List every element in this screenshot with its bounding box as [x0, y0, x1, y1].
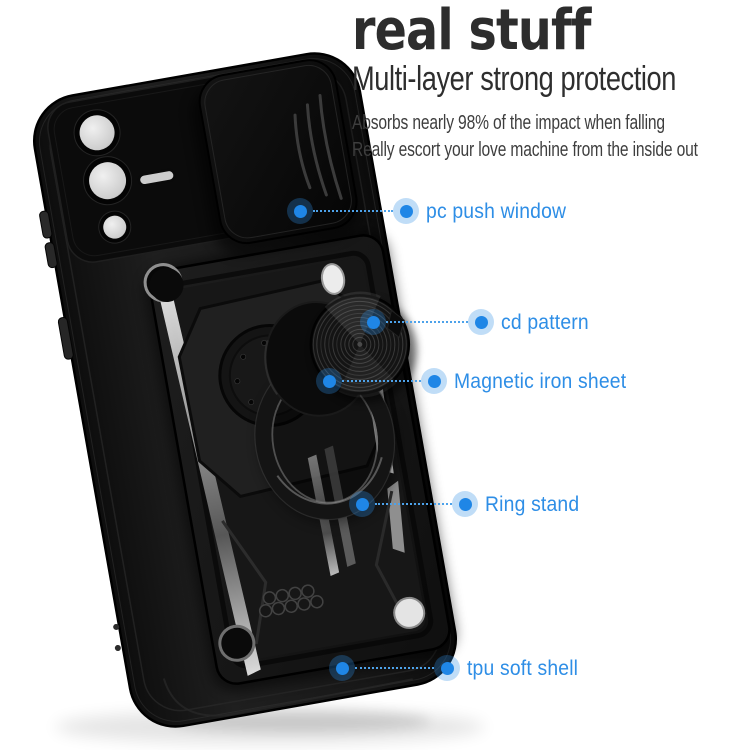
callout-label: tpu soft shell: [467, 655, 579, 680]
callout-leader-line: [355, 667, 434, 669]
callout-tpu-soft-shell: tpu soft shell: [329, 655, 591, 681]
flash-cutout: [137, 168, 176, 187]
callout-anchor-dot: [316, 368, 342, 394]
honeycomb-pattern: [258, 584, 324, 618]
callout-anchor-dot: [329, 655, 355, 681]
callout-leader-line: [342, 380, 421, 382]
callout-leader-line: [386, 321, 468, 323]
callout-leader-line: [375, 503, 452, 505]
callout-magnetic-iron-sheet: Magnetic iron sheet: [316, 368, 645, 394]
callout-label: Magnetic iron sheet: [454, 368, 627, 393]
description: Absorbs nearly 98% of the impact when fa…: [352, 110, 750, 163]
cover-grip-ridges: [293, 94, 343, 200]
callout-label-dot: [393, 198, 419, 224]
callout-label-dot: [452, 491, 478, 517]
callout-anchor-dot: [349, 491, 375, 517]
callout-cd-pattern: cd pattern: [360, 309, 599, 335]
callout-label: pc push window: [426, 198, 567, 223]
side-buttons: [39, 210, 121, 651]
camera-cover: [191, 59, 360, 255]
callout-label-dot: [421, 368, 447, 394]
page-title: real stuff: [352, 0, 592, 63]
callout-ring-stand: Ring stand: [349, 491, 590, 517]
cd-pattern-disc: [309, 291, 417, 403]
ground-shadow: [55, 710, 485, 744]
callout-label: Ring stand: [485, 491, 580, 516]
description-line-2: Really escort your love machine from the…: [352, 138, 698, 161]
camera-lenses: [73, 109, 133, 244]
description-line-1: Absorbs nearly 98% of the impact when fa…: [352, 112, 665, 134]
callout-label-dot: [468, 309, 494, 335]
callout-leader-line: [313, 210, 393, 212]
callout-anchor-dot: [287, 198, 313, 224]
callout-pc-push-window: pc push window: [287, 198, 582, 224]
callout-label-dot: [434, 655, 460, 681]
page-subtitle: Multi-layer strong protection: [352, 60, 677, 98]
callout-label: cd pattern: [501, 309, 589, 334]
callout-anchor-dot: [360, 309, 386, 335]
